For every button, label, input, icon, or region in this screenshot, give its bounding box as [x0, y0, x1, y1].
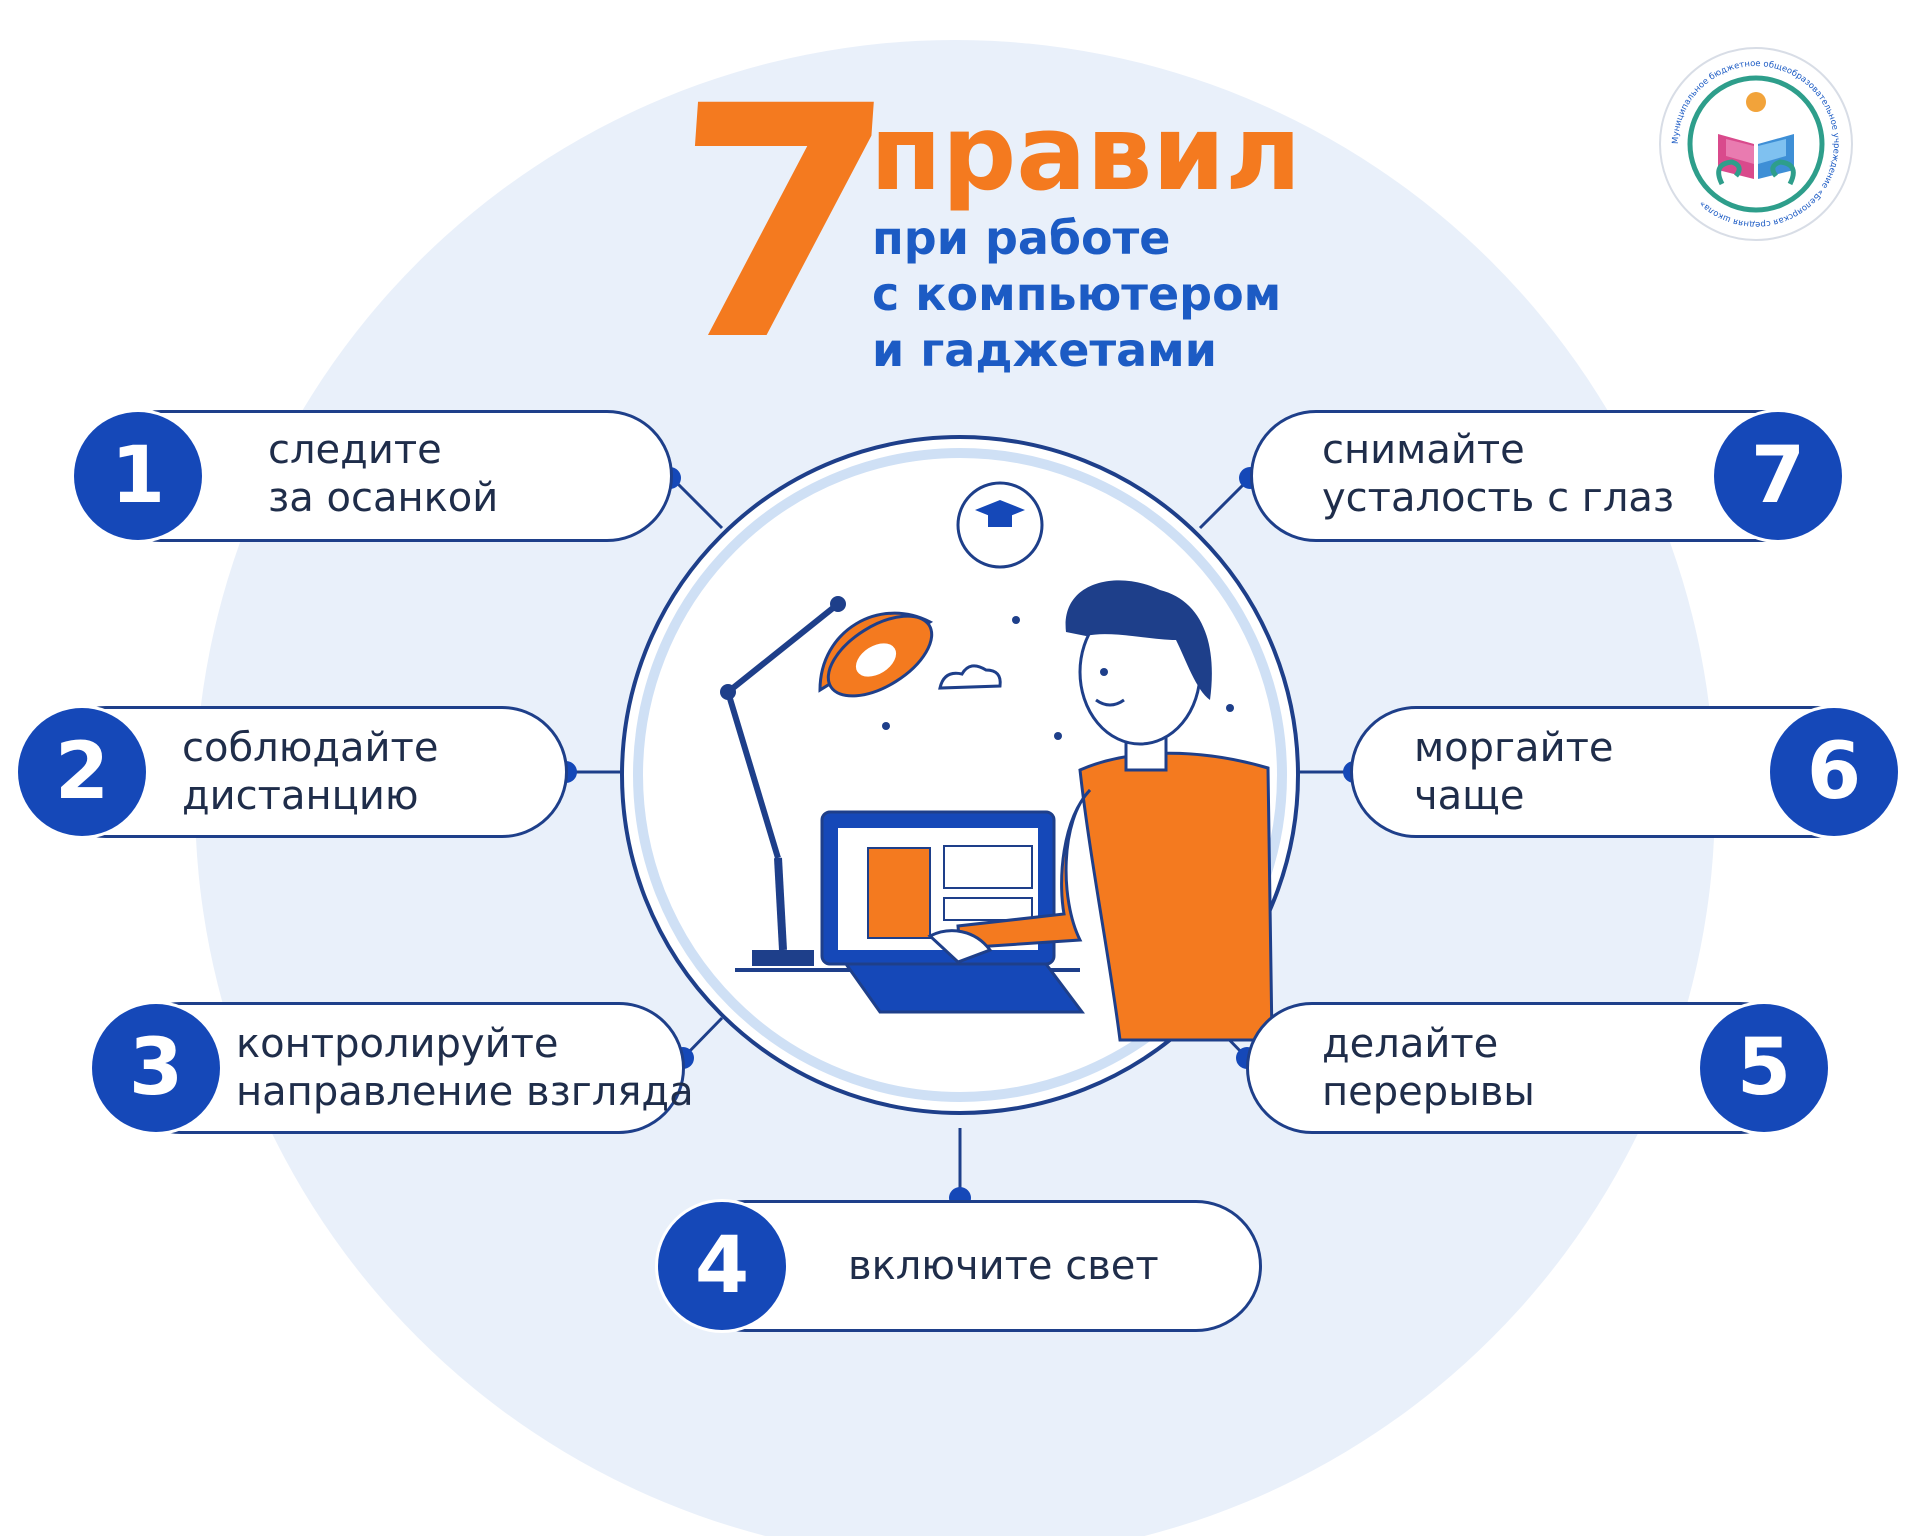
rule-number-badge-7: 7 — [1714, 412, 1842, 540]
rule-text-line: дистанцию — [182, 773, 419, 819]
rule-text-4: включите свет — [848, 1242, 1159, 1290]
rule-text-line: делайте — [1322, 1021, 1499, 1067]
rule-text-3: контролируйте направление взгляда — [236, 1020, 694, 1116]
person-hand — [927, 929, 993, 964]
rule-text-line: чаще — [1414, 773, 1525, 819]
rule-text-2: соблюдайте дистанцию — [182, 724, 438, 820]
rule-text-1: следите за осанкой — [268, 426, 498, 522]
rule-number-badge-5: 5 — [1700, 1004, 1828, 1132]
subtitle-line: при работе — [872, 211, 1171, 265]
rule-text-line: перерывы — [1322, 1069, 1535, 1115]
rule-text-line: контролируйте — [236, 1021, 559, 1067]
rule-text-line: моргайте — [1414, 725, 1614, 771]
illustration-person-laptop — [720, 481, 1274, 1042]
rule-number-badge-4: 4 — [658, 1202, 786, 1330]
rule-text-line: следите — [268, 427, 442, 473]
rule-text-line: направление взгляда — [236, 1069, 694, 1115]
lamp-base — [752, 950, 814, 966]
subtitle-line: и гаджетами — [872, 323, 1217, 377]
rule-number-badge-3: 3 — [92, 1004, 220, 1132]
rule-number-badge-2: 2 — [18, 708, 146, 836]
rule-text-6: моргайте чаще — [1414, 724, 1613, 820]
subtitle-line: с компьютером — [872, 267, 1282, 321]
person-hair — [1065, 580, 1212, 700]
rule-text-line: усталость с глаз — [1322, 475, 1675, 521]
laptop-keyboard — [843, 962, 1085, 1014]
rule-text-line: включите свет — [848, 1243, 1159, 1289]
connector-lines — [566, 476, 1354, 1198]
school-logo: Муниципальное бюджетное общеобразователь… — [1656, 44, 1856, 244]
school-emblem-icon: Муниципальное бюджетное общеобразователь… — [1659, 47, 1853, 241]
rule-text-line: снимайте — [1322, 427, 1525, 473]
title-number: 7 — [654, 39, 904, 411]
rule-text-line: за осанкой — [268, 475, 499, 521]
title-subtitle: при работе с компьютером и гаджетами — [872, 210, 1281, 378]
rule-number-badge-1: 1 — [74, 412, 202, 540]
title-word: правил — [870, 92, 1302, 214]
cloud-icon — [938, 664, 1002, 690]
rule-number-badge-6: 6 — [1770, 708, 1898, 836]
graduation-cap-icon — [975, 500, 1025, 520]
rule-text-5: делайте перерывы — [1322, 1020, 1535, 1116]
rule-text-7: снимайте усталость с глаз — [1322, 426, 1674, 522]
rule-text-line: соблюдайте — [182, 725, 439, 771]
